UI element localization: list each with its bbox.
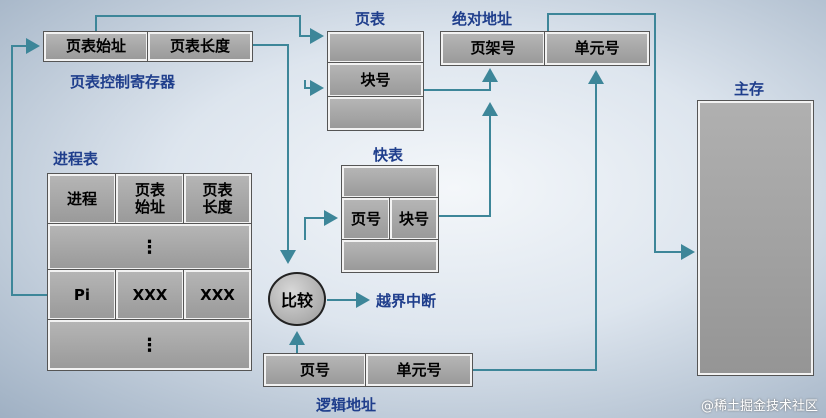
page-table-row-top (327, 31, 424, 64)
process-table-ellipsis-top: ⋮ (47, 223, 252, 271)
tlb-block-cell: 块号 (389, 197, 439, 241)
page-table-block-cell: 块号 (327, 62, 424, 98)
pcr-start-cell: 页表始址 (43, 31, 149, 62)
arrow-logical-to-tlb (304, 210, 338, 240)
arrow-pi-to-pcr (11, 38, 47, 296)
arrow-start-to-pagetable (95, 15, 324, 44)
process-table-ellipsis-bottom: ⋮ (47, 319, 252, 371)
process-table-row-length: XXX (183, 269, 252, 321)
process-table-header-process: 进程 (47, 173, 117, 225)
process-table-title: 进程表 (53, 150, 99, 168)
logical-address-caption: 逻辑地址 (316, 396, 377, 414)
arrow-length-to-compare (252, 44, 296, 264)
tlb-row-top (341, 165, 439, 199)
page-table-title: 页表 (355, 10, 386, 28)
logical-page-cell: 页号 (263, 353, 367, 387)
arrow-unit-to-unit (472, 70, 604, 371)
process-table-header-start: 页表 始址 (115, 173, 185, 225)
arrow-page-to-pagetable (304, 80, 324, 96)
arrow-pagetable-to-frame (424, 68, 498, 91)
memory-block (697, 100, 814, 376)
pcr-length-cell: 页表长度 (147, 31, 253, 62)
physical-address-title: 绝对地址 (452, 10, 513, 28)
physical-frame-cell: 页架号 (440, 31, 546, 66)
tlb-title: 快表 (373, 146, 404, 164)
watermark: @稀土掘金技术社区 (700, 399, 818, 414)
logical-unit-cell: 单元号 (365, 353, 473, 387)
memory-title: 主存 (734, 80, 765, 98)
process-table-header-length: 页表 长度 (183, 173, 252, 225)
arrow-frame-to-memory (547, 13, 695, 260)
page-table-row-bottom (327, 96, 424, 131)
tlb-page-cell: 页号 (341, 197, 391, 241)
compare-node: 比较 (268, 272, 326, 326)
tlb-row-bottom (341, 239, 439, 273)
compare-label: 比较 (280, 291, 313, 310)
process-table-row-pi: Pi (47, 269, 117, 321)
physical-unit-cell: 单元号 (544, 31, 650, 66)
pcr-caption: 页表控制寄存器 (70, 73, 176, 91)
process-table-row-start: XXX (115, 269, 185, 321)
arrow-tlb-to-frame (438, 102, 498, 217)
out-of-bounds-label: 越界中断 (376, 292, 437, 310)
